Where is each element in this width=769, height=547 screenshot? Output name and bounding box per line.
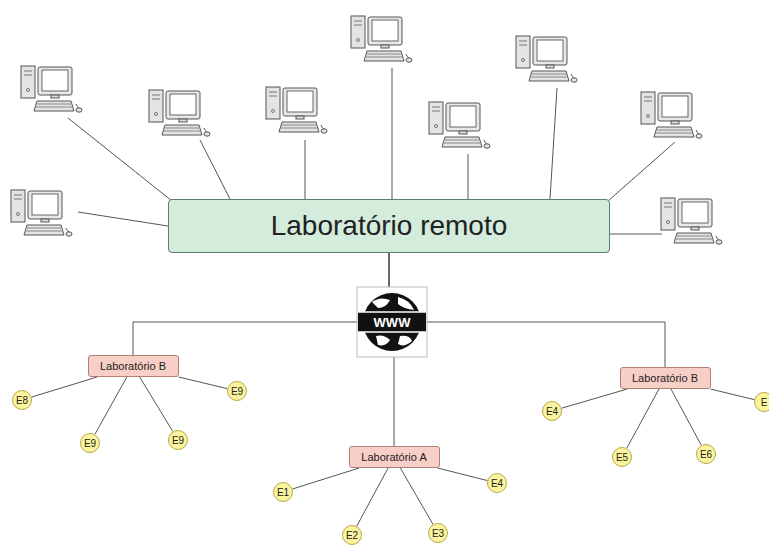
station-circle: E8 (12, 390, 32, 410)
connector-line (562, 389, 628, 408)
lab-label: Laboratório A (361, 451, 426, 463)
lab-label: Laboratório remoto (271, 210, 508, 242)
connector-line (671, 389, 701, 445)
station-label: E9 (84, 438, 96, 449)
station-circle: E5 (612, 447, 632, 467)
station-label: E3 (432, 528, 444, 539)
station-label: E2 (346, 530, 358, 541)
connector-line (438, 468, 488, 481)
connector-line (179, 377, 228, 389)
station-circle: E4 (487, 473, 507, 493)
www-label: WWW (374, 315, 411, 330)
station-circle: E2 (342, 525, 362, 545)
station-label: E9 (231, 386, 243, 397)
station-circle: E9 (80, 433, 100, 453)
www-globe-icon (357, 287, 427, 357)
connector-line (400, 468, 433, 524)
lab-box: Laboratório B (620, 367, 711, 389)
station-label: E1 (277, 487, 289, 498)
connector-line (95, 377, 127, 434)
connector-line (627, 389, 659, 448)
station-circle: E (754, 392, 769, 412)
connector-line (710, 389, 754, 400)
connector-line (389, 253, 665, 367)
station-label: E (761, 397, 768, 408)
connector-line (293, 468, 360, 489)
lab-box: Laboratório remoto (168, 199, 610, 253)
station-circle: E1 (273, 482, 293, 502)
connector-line (133, 253, 389, 355)
station-label: E4 (491, 478, 503, 489)
lab-label: Laboratório B (100, 360, 166, 372)
connector-line (357, 468, 388, 526)
station-label: E9 (172, 435, 184, 446)
station-circle: E9 (168, 430, 188, 450)
station-circle: E9 (227, 381, 247, 401)
lab-label: Laboratório B (632, 372, 698, 384)
station-label: E8 (16, 395, 28, 406)
station-circle: E4 (542, 401, 562, 421)
connector-line (140, 377, 173, 431)
station-label: E6 (700, 449, 712, 460)
connector-line (32, 377, 98, 397)
lab-box: Laboratório A (349, 446, 440, 468)
station-label: E5 (616, 452, 628, 463)
station-circle: E6 (696, 444, 716, 464)
station-circle: E3 (428, 523, 448, 543)
lab-box: Laboratório B (88, 355, 179, 377)
station-label: E4 (546, 406, 558, 417)
